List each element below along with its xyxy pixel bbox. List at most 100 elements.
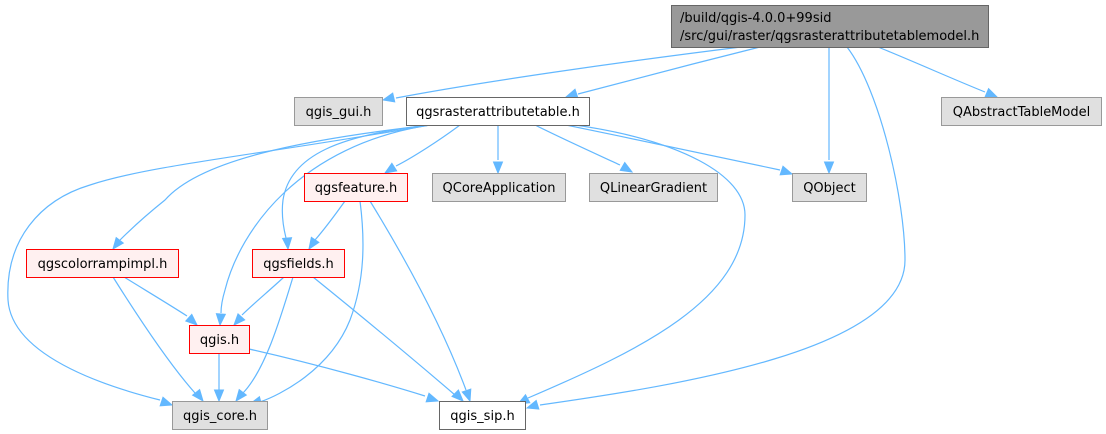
node-label: QObject: [803, 181, 856, 196]
edge-qgsrasterattributetable-to-qgis: [215, 124, 431, 327]
edge-line: [248, 348, 426, 397]
arrowhead-icon: [383, 162, 398, 174]
node-label: qgscolorrampimpl.h: [38, 257, 168, 272]
arrowhead-icon: [492, 161, 504, 175]
node-label: qgsfields.h: [263, 257, 333, 272]
arrowhead-icon: [823, 161, 835, 175]
node-label: QAbstractTableModel: [953, 105, 1090, 120]
node-qgscolorrampimpl[interactable]: qgscolorrampimpl.h: [26, 249, 179, 278]
arrowhead-icon: [191, 388, 204, 403]
arrowhead-icon: [619, 161, 634, 173]
arrowhead-icon: [308, 236, 320, 251]
arrowhead-icon: [451, 389, 464, 402]
node-qgsrasterattributetable[interactable]: qgsrasterattributetable.h: [406, 97, 590, 126]
edge-qgsfields-to-qgis_sip: [312, 276, 464, 402]
node-box: [941, 97, 1102, 126]
arrowhead-icon: [425, 392, 440, 403]
node-qgis_core[interactable]: qgis_core.h: [172, 401, 268, 430]
node-label: qgis.h: [200, 333, 239, 348]
edge-line: [259, 200, 364, 403]
arrowhead-icon: [525, 399, 540, 410]
edge-line: [539, 46, 906, 406]
edge-root-to-qgis_gui: [381, 46, 742, 103]
node-label: qgis_gui.h: [306, 105, 372, 120]
arrowhead-icon: [215, 313, 227, 327]
arrowhead-icon: [381, 92, 396, 103]
edge-line: [123, 276, 188, 317]
edge-qgsfeature-to-qgsfields: [308, 200, 346, 251]
node-QLinearGradient[interactable]: QLinearGradient: [589, 173, 718, 202]
edge-qgscolorrampimpl-to-qgis_core: [112, 276, 204, 403]
node-label: QLinearGradient: [600, 181, 707, 196]
arrowhead-icon: [213, 389, 225, 403]
node-label: /build/qgis-4.0.0+99sid: [680, 11, 831, 26]
arrowhead-icon: [233, 312, 246, 326]
edge-line: [577, 46, 761, 95]
arrowhead-icon: [779, 165, 794, 176]
arrowhead-icon: [281, 237, 293, 251]
edge-root-to-qgsrasterattributetable: [564, 46, 761, 99]
edge-line: [312, 276, 456, 396]
edge-qgsrasterattributetable-to-QCoreApplication: [492, 125, 504, 175]
node-label: qgis_sip.h: [450, 409, 514, 424]
edge-qgis-to-qgis_sip: [248, 348, 440, 403]
edge-line: [395, 124, 461, 167]
edge-qgsfeature-to-qgis_sip: [369, 200, 472, 403]
edge-line: [369, 200, 467, 391]
edge-line: [527, 124, 746, 399]
node-label: /src/gui/raster/qgsrasterattributetablem…: [680, 29, 979, 44]
node-box: [432, 173, 566, 202]
arrowhead-icon: [564, 88, 579, 99]
node-label: qgsrasterattributetable.h: [416, 105, 580, 120]
edge-line: [534, 124, 621, 166]
node-box: [172, 401, 268, 430]
edge-line: [112, 276, 196, 394]
edge-qgscolorrampimpl-to-qgis: [123, 276, 198, 326]
edge-line: [565, 124, 781, 171]
node-label: QCoreApplication: [443, 181, 556, 196]
edge-qgsfields-to-qgis_core: [235, 276, 294, 403]
edge-qgsrasterattributetable-to-QLinearGradient: [534, 124, 634, 173]
node-box: [589, 173, 718, 202]
edge-line: [281, 124, 431, 239]
node-qgsfeature[interactable]: qgsfeature.h: [304, 173, 408, 202]
edge-line: [119, 124, 431, 241]
node-box: [406, 97, 590, 126]
edge-qgis-to-qgis_core: [213, 353, 225, 403]
node-box: [294, 97, 383, 126]
edge-line: [241, 276, 285, 316]
arrowhead-icon: [112, 236, 125, 251]
node-QAbstractTableModel[interactable]: QAbstractTableModel: [941, 97, 1102, 126]
node-box: [439, 401, 526, 430]
node-label: qgis_core.h: [183, 409, 257, 424]
edge-qgsrasterattributetable-to-qgis_sip: [516, 124, 746, 405]
edge-root-to-QAbstractTableModel: [877, 46, 999, 98]
node-QObject[interactable]: QObject: [792, 173, 867, 202]
node-box: [252, 249, 345, 278]
node-QCoreApplication[interactable]: QCoreApplication: [432, 173, 566, 202]
arrowhead-icon: [984, 87, 999, 98]
node-qgis_gui[interactable]: qgis_gui.h: [294, 97, 383, 126]
edges-layer: [7, 46, 999, 410]
node-box: [671, 5, 989, 48]
edge-qgsrasterattributetable-to-qgsfeature: [383, 124, 461, 174]
edge-root-to-qgis_sip: [525, 46, 906, 410]
edge-root-to-QObject: [823, 47, 835, 175]
node-root: /build/qgis-4.0.0+99sid/src/gui/raster/q…: [671, 5, 989, 48]
node-box: [304, 173, 408, 202]
node-box: [189, 325, 250, 354]
edge-qgsfields-to-qgis: [233, 276, 285, 326]
edge-line: [877, 46, 986, 93]
node-qgsfields[interactable]: qgsfields.h: [252, 249, 345, 278]
edge-qgsrasterattributetable-to-QObject: [565, 124, 794, 176]
arrowhead-icon: [159, 396, 174, 407]
arrowhead-icon: [235, 388, 248, 403]
arrowhead-icon: [461, 388, 472, 403]
nodes-layer: /build/qgis-4.0.0+99sid/src/gui/raster/q…: [26, 5, 1102, 430]
edge-qgsrasterattributetable-to-qgsfields: [281, 124, 431, 251]
node-box: [792, 173, 867, 202]
node-qgis[interactable]: qgis.h: [189, 325, 250, 354]
node-box: [26, 249, 179, 278]
node-qgis_sip[interactable]: qgis_sip.h: [439, 401, 526, 430]
